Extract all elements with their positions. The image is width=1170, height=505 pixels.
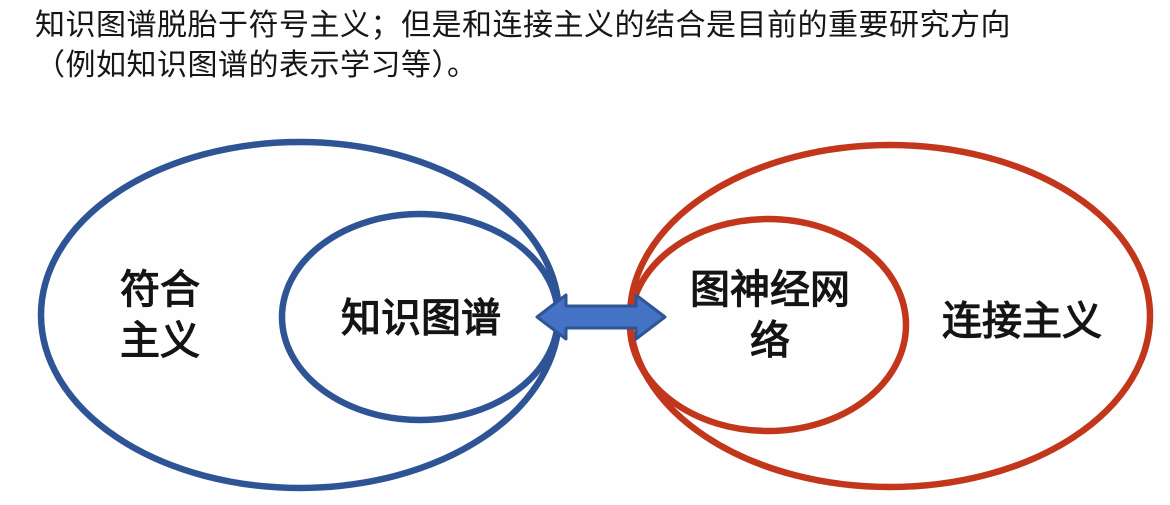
description-paragraph: 知识图谱脱胎于符号主义；但是和连接主义的结合是目前的重要研究方向 （例如知识图谱… — [35, 6, 1145, 86]
graph-neural-network-label-line-2: 络 — [750, 319, 790, 363]
symbolism-label: 符合 主义 — [120, 265, 200, 367]
graph-neural-network-label: 图神经网 络 — [690, 265, 850, 367]
graph-neural-network-label-line-1: 图神经网 — [690, 268, 850, 312]
description-line-1: 知识图谱脱胎于符号主义；但是和连接主义的结合是目前的重要研究方向 — [35, 9, 1011, 42]
knowledge-graph-label: 知识图谱 — [341, 296, 501, 341]
symbolism-label-line-2: 主义 — [120, 319, 200, 363]
double-arrow-icon — [535, 293, 667, 341]
symbolism-label-line-1: 符合 — [120, 268, 200, 312]
description-line-2: （例如知识图谱的表示学习等）。 — [35, 49, 478, 82]
connectionism-label: 连接主义 — [942, 299, 1102, 344]
